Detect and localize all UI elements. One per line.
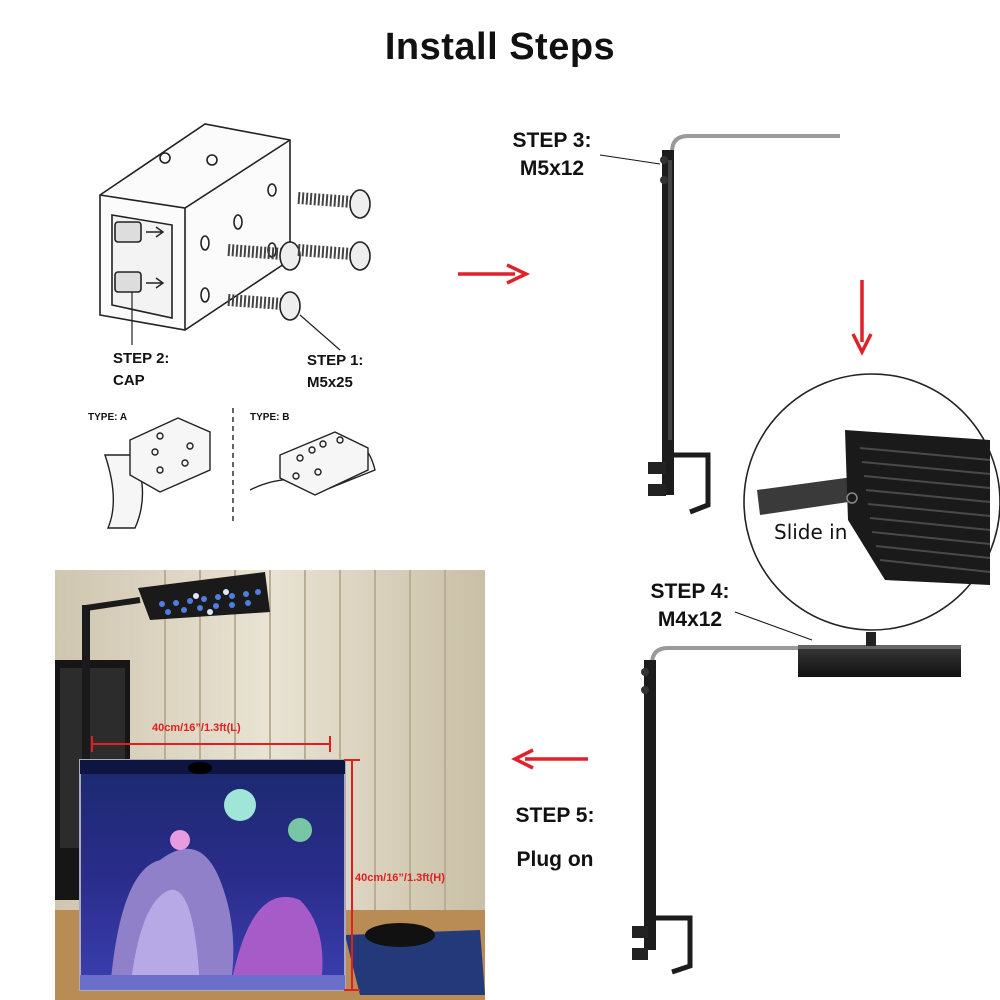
arrow-down — [851, 280, 873, 356]
step5-label: STEP 5: Plug on — [495, 794, 615, 882]
type-b-label: TYPE: B — [250, 412, 290, 423]
step2-line2: CAP — [113, 372, 145, 389]
screw — [227, 291, 301, 321]
arrow-left — [511, 748, 588, 770]
step4-line1: STEP 4: — [650, 580, 730, 603]
step3-line1: STEP 3: — [512, 129, 592, 152]
height-dimension-label: 40cm/16”/1.3ft(H) — [355, 872, 445, 884]
step4-label: STEP 4: M4x12 — [634, 578, 746, 634]
step3-label: STEP 3: M5x12 — [498, 127, 606, 183]
step2-label: STEP 2: CAP — [113, 348, 169, 392]
bracket-step3 — [599, 134, 840, 515]
step2-line1: STEP 2: — [113, 350, 170, 367]
slide-in-zoom — [743, 373, 1000, 631]
step1-label: STEP 1: M5x25 — [307, 350, 363, 394]
length-dimension-label: 40cm/16”/1.3ft(L) — [152, 722, 241, 734]
screw — [297, 189, 371, 219]
step4-line2: M4x12 — [657, 608, 723, 631]
type-sketches — [104, 408, 376, 529]
screw — [297, 241, 371, 271]
bracket-step4 — [632, 611, 961, 975]
arrow-right — [458, 263, 531, 285]
step5-line2: Plug on — [516, 848, 594, 871]
step1-line1: STEP 1: — [307, 352, 364, 369]
screw — [227, 241, 301, 271]
step1-line2: M5x25 — [307, 374, 353, 391]
aquarium-photo — [55, 570, 485, 1000]
clamp-diagram — [99, 123, 371, 351]
slide-in-label: Slide in — [774, 520, 848, 544]
page-title: Install Steps — [384, 26, 616, 68]
type-a-label: TYPE: A — [88, 412, 128, 423]
step3-line2: M5x12 — [519, 157, 585, 180]
step5-line1: STEP 5: — [515, 804, 595, 827]
